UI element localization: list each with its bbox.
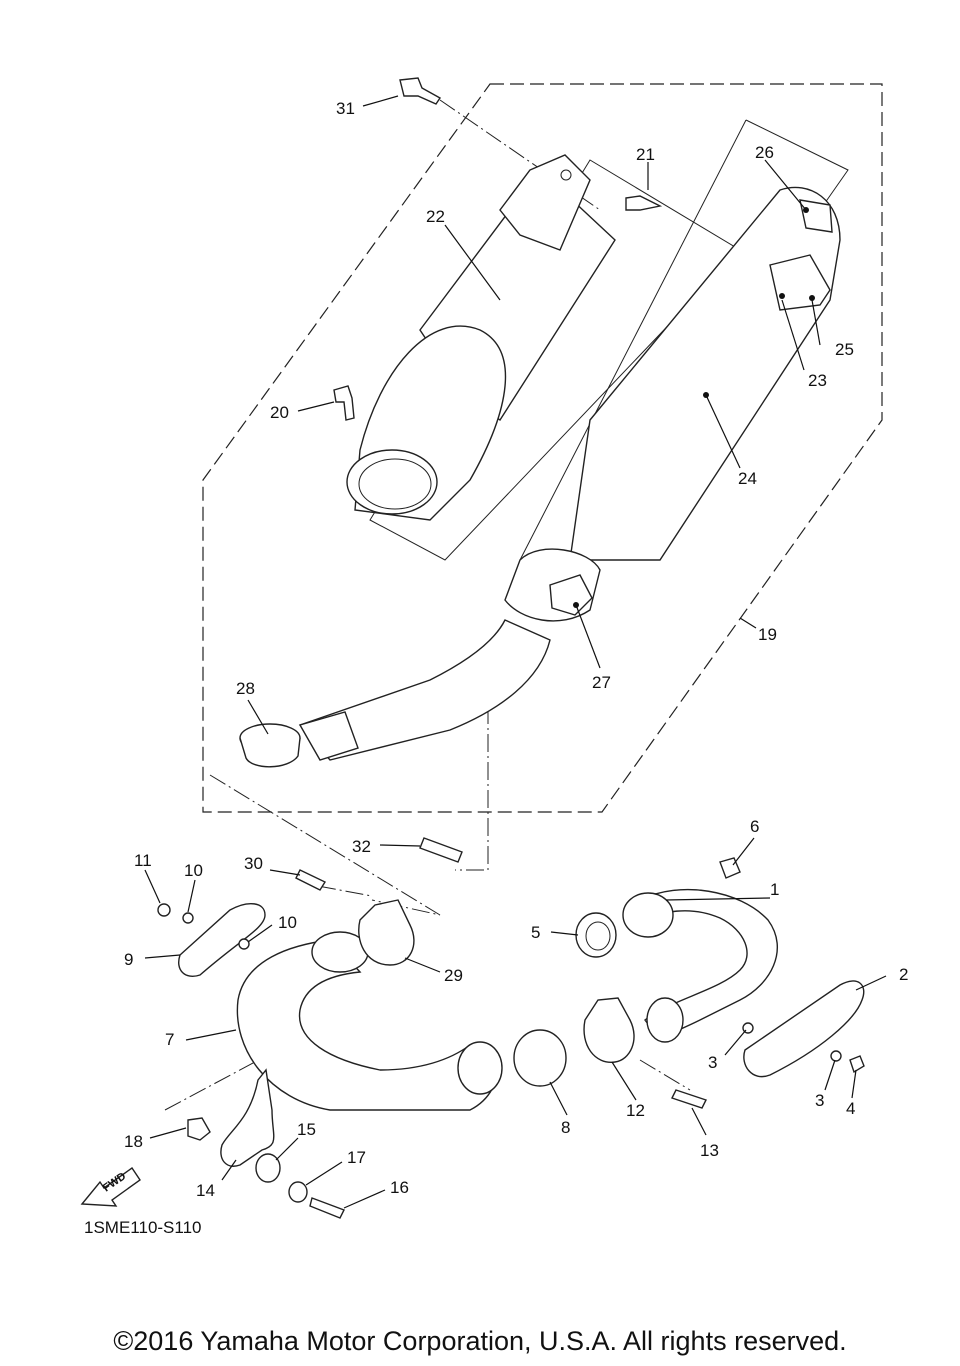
damper-15 (255, 1153, 281, 1183)
bolt-4 (849, 1055, 865, 1074)
callout-22: 22 (426, 207, 445, 226)
rivet-21 (625, 195, 663, 211)
callout-32: 32 (352, 837, 371, 856)
copyright-notice: ©2016 Yamaha Motor Corporation, U.S.A. A… (113, 1326, 847, 1356)
protector-2 (743, 980, 865, 1078)
callout-23: 23 (808, 371, 827, 390)
callout-3b: 3 (815, 1091, 824, 1110)
callout-18: 18 (124, 1132, 143, 1151)
leader-lines (144, 95, 887, 1209)
washer-3b (830, 1050, 842, 1062)
protector-9 (178, 903, 266, 977)
callout-11: 11 (134, 851, 152, 870)
pipe-7-outlet (457, 1041, 503, 1095)
forward-arrow-icon (80, 1167, 141, 1207)
callout-27-dot (573, 602, 579, 608)
bolt-32 (419, 837, 463, 863)
callout-15: 15 (297, 1120, 316, 1139)
muffler-band-ring (346, 449, 438, 515)
callout-3a: 3 (708, 1053, 717, 1072)
callout-26: 26 (755, 143, 774, 162)
callout-17: 17 (347, 1148, 366, 1167)
catalog-code: 1SME110-S110 (84, 1218, 202, 1237)
washer-10a (182, 912, 194, 924)
callout-28: 28 (236, 679, 255, 698)
pipe-1-outlet (646, 997, 684, 1043)
callout-14: 14 (196, 1181, 215, 1200)
bracket-axis-line (164, 1054, 269, 1111)
muffler-end-cap (769, 254, 831, 311)
callout-2: 2 (899, 965, 908, 984)
bolt31-axis-line (439, 99, 601, 211)
callout-10b: 10 (278, 913, 297, 932)
gasket-8 (513, 1029, 567, 1087)
collar-18 (187, 1117, 211, 1141)
bolt-20 (333, 385, 355, 421)
callout-4: 4 (846, 1099, 855, 1118)
callout-25-dot (809, 295, 815, 301)
callout-29: 29 (444, 966, 463, 985)
bolt30-axis-line (317, 885, 373, 897)
bolt-16 (309, 1197, 345, 1219)
gasket-28-side (239, 737, 301, 768)
bolt-13 (671, 1089, 707, 1109)
inlet-pipe-sleeve (298, 711, 359, 761)
bracket-14 (220, 1068, 275, 1167)
callout-16: 16 (390, 1178, 409, 1197)
pipe-joint-axis-line (209, 774, 441, 916)
callout-12: 12 (626, 1101, 645, 1120)
callout-6: 6 (750, 817, 759, 836)
callout-25: 25 (835, 340, 854, 359)
callout-24: 24 (738, 469, 757, 488)
washer-10b (238, 938, 250, 950)
gasket-5-inner (585, 921, 611, 951)
callout-30: 30 (244, 854, 263, 873)
callout-8: 8 (561, 1118, 570, 1137)
callout-19: 19 (758, 625, 777, 644)
bolt32-axis-line (455, 650, 489, 871)
callout-10a: 10 (184, 861, 203, 880)
callout-13: 13 (700, 1141, 719, 1160)
clamp-12 (583, 997, 635, 1063)
bolt-31 (399, 77, 442, 105)
heat-cover-bracket (499, 154, 591, 251)
callout-26-dot (803, 207, 809, 213)
callout-20: 20 (270, 403, 289, 422)
nut-11 (157, 903, 171, 917)
callout-9: 9 (124, 950, 133, 969)
pipe-1-flange (622, 892, 674, 938)
muffler-inlet-pipe (298, 619, 551, 761)
nut-6 (719, 857, 741, 879)
clamp-29 (358, 899, 415, 966)
bolt-30 (295, 869, 327, 891)
muffler-body-outline (519, 119, 747, 561)
muffler-band-inner (358, 458, 432, 510)
callout-27: 27 (592, 673, 611, 692)
muffler-assembly-outline (202, 83, 883, 813)
callout-24-dot (703, 392, 709, 398)
callout-23-dot (779, 293, 785, 299)
washer-17 (288, 1181, 308, 1203)
bolt13-axis-line (639, 1059, 691, 1091)
callout-5: 5 (531, 923, 540, 942)
callout-1: 1 (770, 880, 779, 899)
muffler-cover-outline (745, 119, 849, 211)
cover-hole (560, 169, 572, 181)
callout-31: 31 (336, 99, 355, 118)
muffler-clamp-plate-27 (549, 574, 593, 616)
callout-21: 21 (636, 145, 655, 164)
callout-7: 7 (165, 1030, 174, 1049)
